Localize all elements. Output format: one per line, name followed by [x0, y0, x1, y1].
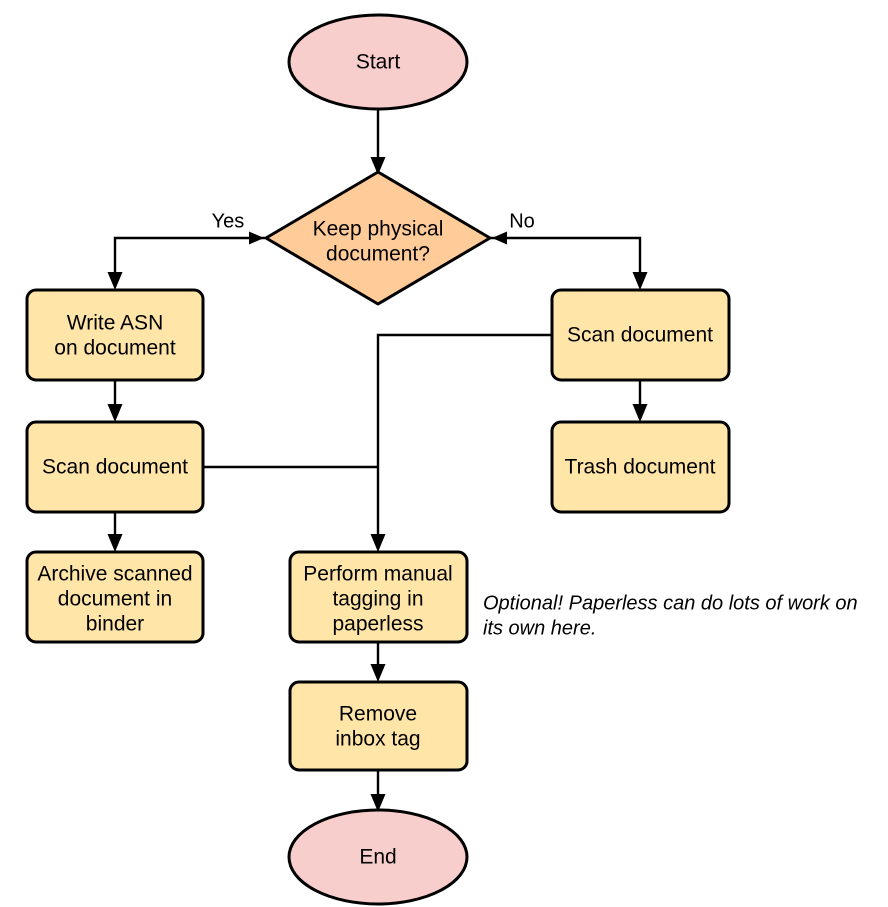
node-write-asn-label-line1: Write ASN: [67, 312, 163, 335]
trash-document-box-shape: [550, 420, 731, 514]
node-start-label: Start: [356, 51, 401, 74]
arrow-head-icon: [107, 272, 123, 290]
annotation-line2: its own here.: [483, 617, 596, 639]
node-scan-document-right-label: Scan document: [567, 324, 713, 347]
edge-tagging-to-remove-inbox: [370, 642, 386, 682]
node-archive-label-line3: binder: [86, 613, 144, 636]
edge-remove-inbox-to-end: [370, 770, 386, 812]
edge-line: [376, 333, 552, 540]
edge-label-no: No: [509, 210, 535, 232]
node-write-asn-label-line2: on document: [54, 337, 176, 360]
node-scan-document-right[interactable]: Scan document: [550, 288, 731, 382]
edge-scan-right-to-trash: [632, 380, 648, 422]
edge-scan-right-to-tagging: [370, 333, 552, 552]
node-decision-label-line1: Keep physical: [313, 218, 444, 241]
arrow-head-icon: [107, 404, 123, 422]
edge-label-yes: Yes: [212, 210, 245, 232]
edge-line: [113, 236, 265, 278]
edge-line: [491, 236, 642, 278]
arrow-head-icon: [492, 231, 507, 245]
arrow-head-icon: [632, 272, 648, 290]
start-ellipse-shape: [287, 13, 469, 111]
arrow-head-icon: [249, 231, 264, 245]
arrow-head-icon: [632, 404, 648, 422]
node-remove-inbox-label-line2: inbox tag: [335, 728, 420, 751]
edge-scan-left-to-archive: [107, 512, 123, 552]
end-ellipse-shape: [287, 808, 469, 906]
node-archive-label-line1: Archive scanned: [37, 563, 192, 586]
arrow-head-icon: [370, 794, 386, 812]
node-trash-document[interactable]: Trash document: [550, 420, 731, 514]
node-start[interactable]: Start: [287, 13, 469, 111]
write-asn-box-shape: [25, 288, 205, 382]
arrow-head-icon: [370, 157, 386, 175]
edge-decision-to-scan-right: [491, 231, 648, 290]
node-tagging-label-line3: paperless: [332, 613, 423, 636]
node-archive-scanned-document[interactable]: Archive scanned document in binder: [25, 550, 205, 644]
node-tagging-label-line1: Perform manual: [303, 563, 452, 586]
node-perform-manual-tagging[interactable]: Perform manual tagging in paperless: [288, 550, 469, 644]
node-scan-document-left[interactable]: Scan document: [25, 420, 205, 514]
node-trash-document-label: Trash document: [565, 456, 716, 479]
annotation-optional-note: Optional! Paperless can do lots of work …: [483, 592, 858, 639]
arrow-head-icon: [370, 534, 386, 552]
edge-decision-to-write-asn: [107, 231, 265, 290]
node-scan-document-left-label: Scan document: [42, 456, 188, 479]
node-archive-label-line2: document in: [58, 588, 172, 611]
node-tagging-label-line2: tagging in: [332, 588, 423, 611]
node-decision-keep-physical-document[interactable]: Keep physical document?: [264, 170, 492, 306]
node-end[interactable]: End: [287, 808, 469, 906]
edge-write-asn-to-scan-left: [107, 380, 123, 422]
node-end-label: End: [359, 846, 396, 869]
scan-document-left-box-shape: [25, 420, 205, 514]
node-remove-inbox-tag[interactable]: Remove inbox tag: [288, 680, 469, 772]
annotation-line1: Optional! Paperless can do lots of work …: [483, 592, 858, 614]
node-write-asn[interactable]: Write ASN on document: [25, 288, 205, 382]
node-decision-label-line2: document?: [326, 243, 430, 266]
archive-box-shape: [25, 550, 205, 644]
tagging-box-shape: [288, 550, 469, 644]
node-remove-inbox-label-line1: Remove: [339, 703, 417, 726]
decision-diamond-shape: [264, 170, 492, 306]
arrow-head-icon: [370, 664, 386, 682]
scan-document-right-box-shape: [550, 288, 731, 382]
remove-inbox-tag-box-shape: [288, 680, 469, 772]
edge-start-to-decision: [370, 103, 386, 175]
arrow-head-icon: [107, 534, 123, 552]
